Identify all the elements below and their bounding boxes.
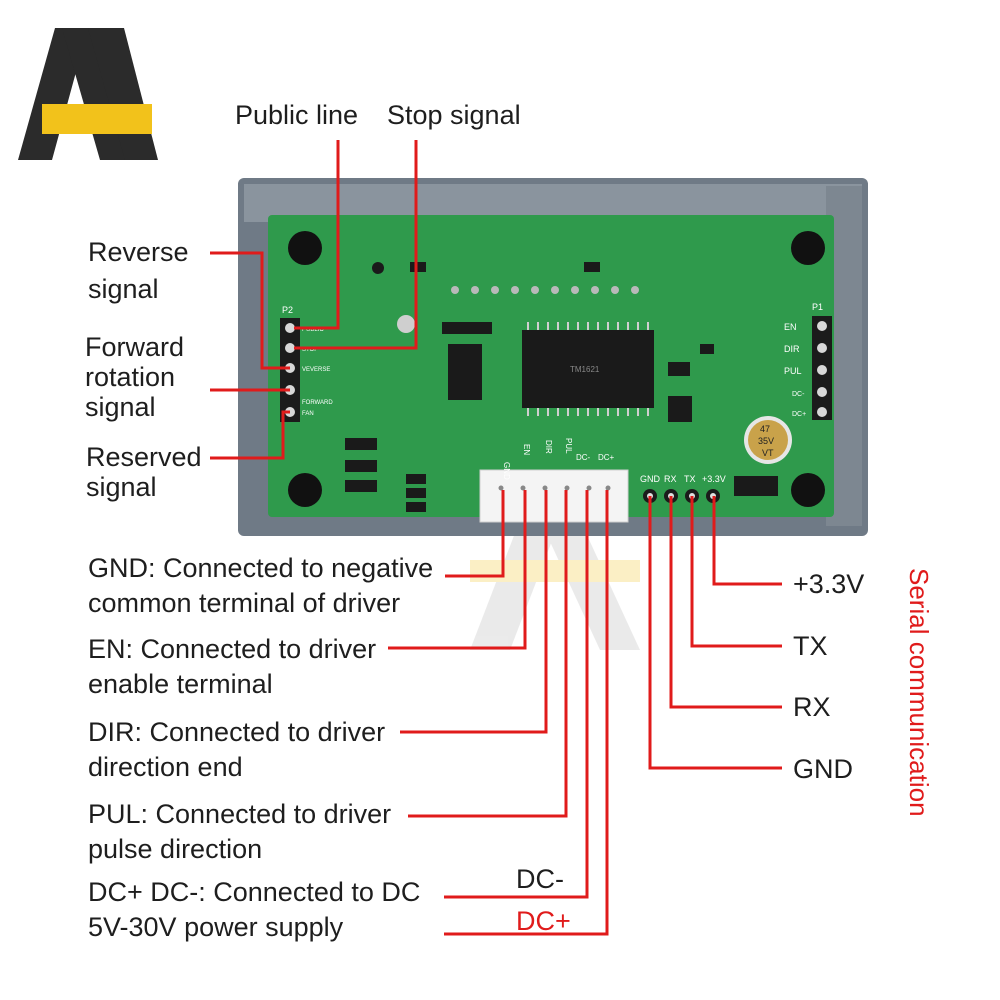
p2-pin-veverse: VEVERSE — [302, 367, 330, 373]
p1-pin-pul: PUL — [784, 366, 802, 376]
wire-reverse — [210, 251, 290, 370]
label-dc-minus: DC- — [516, 864, 564, 894]
conn-pin-en: EN — [522, 444, 531, 455]
wire-33v — [712, 496, 782, 586]
label-reverse-signal-2: signal — [88, 274, 159, 304]
wire-stop-signal — [294, 140, 418, 350]
label-public-line: Public line — [235, 100, 359, 130]
wire-serial-gnd — [648, 496, 782, 770]
label-pul-desc-2: pulse direction — [88, 834, 263, 864]
wire-en — [388, 490, 527, 650]
label-forward-signal-3: signal — [85, 392, 156, 422]
label-en-desc-1: EN: Connected to driver — [88, 634, 377, 664]
label-dir-desc-2: direction end — [88, 752, 243, 782]
wire-rx — [669, 496, 782, 709]
label-tx: TX — [793, 631, 828, 661]
conn-pin-dcp: DC+ — [598, 453, 615, 462]
wire-gnd — [445, 490, 505, 578]
label-en-desc-2: enable terminal — [88, 669, 273, 699]
p1-pin-dir: DIR — [784, 344, 800, 354]
p1-pin-dcp: DC+ — [792, 411, 806, 418]
p2-pin-fan: FAN — [302, 411, 314, 417]
chip-label: TM1621 — [570, 365, 600, 374]
label-dc-desc-1: DC+ DC-: Connected to DC — [88, 877, 421, 907]
p2-pin-public: PUBLIC — [302, 327, 324, 333]
wire-lines — [210, 140, 782, 936]
label-reserved-signal-1: Reserved — [86, 442, 202, 472]
p1-pin-dcm: DC- — [792, 391, 805, 398]
label-dir-desc-1: DIR: Connected to driver — [88, 717, 386, 747]
brand-logo — [18, 28, 158, 160]
label-stop-signal: Stop signal — [387, 100, 521, 130]
label-gnd-desc-2: common terminal of driver — [88, 588, 401, 618]
label-reverse-signal-1: Reverse — [88, 237, 189, 267]
label-pul-desc-1: PUL: Connected to driver — [88, 799, 392, 829]
p1-label: P1 — [812, 302, 823, 312]
wire-reserved — [210, 410, 290, 460]
conn-pin-gnd: GND — [502, 462, 511, 480]
p2-pin-stop: STOP — [302, 347, 318, 353]
wire-public-line — [294, 140, 340, 330]
label-reserved-signal-2: signal — [86, 472, 157, 502]
wire-tx — [690, 496, 782, 648]
label-rx: RX — [793, 692, 831, 722]
watermark — [470, 520, 640, 650]
p2-label: P2 — [282, 305, 293, 315]
label-33v: +3.3V — [793, 569, 865, 599]
pcb-board: P2 P1 PUBLIC STOP VEVERSE FORWARD FAN EN… — [268, 215, 834, 523]
p1-pin-en: EN — [784, 322, 797, 332]
serial-pin-tx: TX — [684, 474, 696, 484]
cap-label-top: 47 — [760, 424, 770, 434]
label-dc-plus: DC+ — [516, 906, 571, 936]
wire-dc-plus — [444, 490, 609, 936]
label-forward-signal-2: rotation — [85, 362, 176, 392]
label-dc-desc-2: 5V-30V power supply — [88, 912, 344, 942]
serial-pin-33v: +3.3V — [702, 474, 726, 484]
serial-pin-rx: RX — [664, 474, 677, 484]
cap-label-mid: 35V — [758, 436, 774, 446]
conn-pin-dcm: DC- — [576, 453, 591, 462]
cap-label-bot: VT — [762, 448, 774, 458]
wire-pul — [408, 490, 568, 818]
label-serial-communication: Serial communication — [904, 568, 934, 817]
conn-pin-dir: DIR — [544, 440, 553, 454]
wire-dc-minus — [444, 490, 589, 899]
p2-pin-forward: FORWARD — [302, 400, 333, 406]
conn-pin-pul: PUL — [564, 438, 573, 454]
label-forward-signal-1: Forward — [85, 332, 185, 362]
label-gnd-desc-1: GND: Connected to negative — [88, 553, 434, 583]
serial-pin-gnd: GND — [640, 474, 661, 484]
label-serial-gnd: GND — [793, 754, 853, 784]
wire-dir — [400, 490, 548, 734]
